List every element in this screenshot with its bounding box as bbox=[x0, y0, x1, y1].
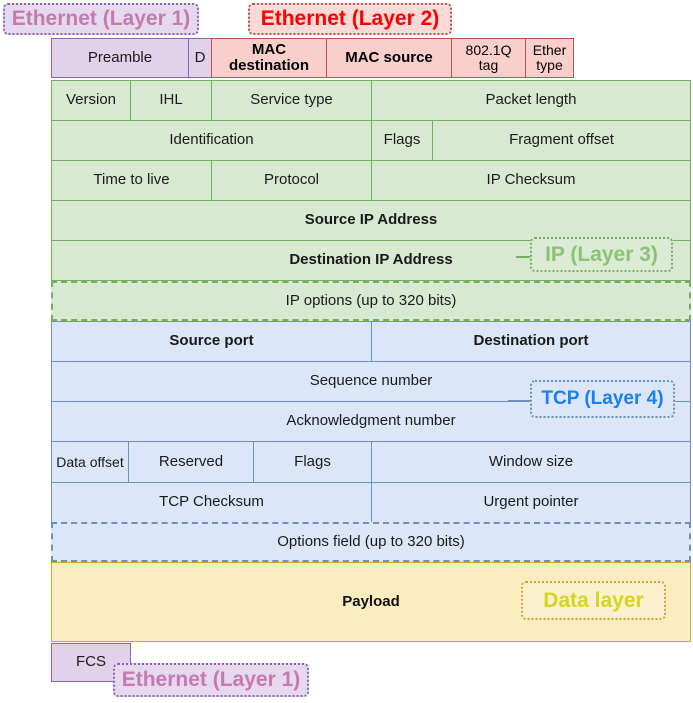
tag-ip-layer3: IP (Layer 3) bbox=[530, 237, 673, 272]
field-vlan-tag: 802.1Q tag bbox=[451, 38, 526, 78]
field-ethertype: Ether type bbox=[525, 38, 574, 78]
field-identification: Identification bbox=[51, 120, 372, 161]
field-tcp-options: Options field (up to 320 bits) bbox=[51, 522, 691, 562]
ip-tag-leader-line bbox=[516, 256, 540, 258]
field-time-to-live: Time to live bbox=[51, 160, 212, 201]
field-sfd: D bbox=[188, 38, 212, 78]
field-source-ip-address: Source IP Address bbox=[51, 200, 691, 241]
field-window-size: Window size bbox=[371, 441, 691, 483]
field-flags: Flags bbox=[371, 120, 433, 161]
tag-tcp-layer4: TCP (Layer 4) bbox=[530, 380, 675, 418]
field-data-offset: Data offset bbox=[51, 441, 129, 483]
tag-data-layer: Data layer bbox=[521, 581, 666, 620]
field-mac-destination: MAC destination bbox=[211, 38, 327, 78]
field-version: Version bbox=[51, 80, 131, 121]
tag-ethernet-layer1-bottom: Ethernet (Layer 1) bbox=[113, 663, 309, 697]
tag-ethernet-layer2: Ethernet (Layer 2) bbox=[248, 3, 452, 35]
field-tcp-flags: Flags bbox=[253, 441, 372, 483]
field-ip-checksum: IP Checksum bbox=[371, 160, 691, 201]
field-packet-length: Packet length bbox=[371, 80, 691, 121]
field-source-port: Source port bbox=[51, 321, 372, 362]
field-ip-options: IP options (up to 320 bits) bbox=[51, 281, 691, 321]
field-reserved: Reserved bbox=[128, 441, 254, 483]
field-fragment-offset: Fragment offset bbox=[432, 120, 691, 161]
tcp-tag-leader-line bbox=[508, 400, 538, 402]
field-mac-source: MAC source bbox=[326, 38, 452, 78]
field-protocol: Protocol bbox=[211, 160, 372, 201]
tag-ethernet-layer1-top: Ethernet (Layer 1) bbox=[3, 3, 199, 35]
field-preamble: Preamble bbox=[51, 38, 189, 78]
field-service-type: Service type bbox=[211, 80, 372, 121]
field-urgent-pointer: Urgent pointer bbox=[371, 482, 691, 523]
field-tcp-checksum: TCP Checksum bbox=[51, 482, 372, 523]
field-ihl: IHL bbox=[130, 80, 212, 121]
field-destination-port: Destination port bbox=[371, 321, 691, 362]
